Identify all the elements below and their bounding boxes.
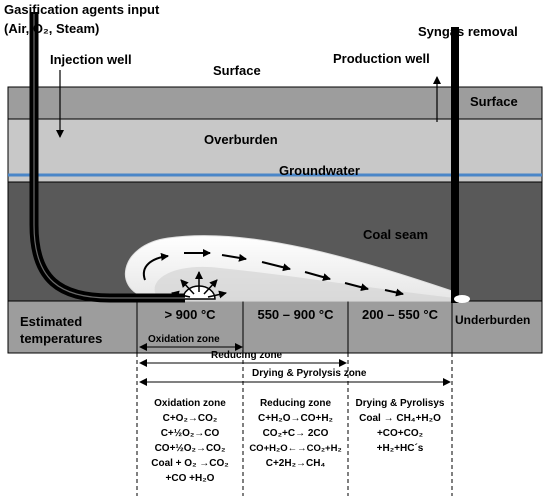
span-drying-label: Drying & Pyrolysis zone	[252, 368, 367, 379]
oxidation-reactions-title: Oxidation zone	[154, 398, 226, 409]
drying-reaction: +CO+CO₂	[376, 428, 424, 439]
flow-arrow-4	[304, 271, 331, 281]
reducing-reactions: Reducing zone C+H₂O→CO+H₂ CO₂+C→ 2CO CO+…	[244, 396, 347, 471]
estimated-temperatures-label: Estimated temperatures	[20, 314, 103, 346]
temp-drying: 200 – 550 °C	[361, 307, 439, 322]
oxidation-reaction: Coal + O₂ →CO₂	[151, 458, 229, 469]
flow-arrow-5	[344, 282, 369, 292]
surface-layer-label: Surface	[470, 94, 518, 109]
drying-reaction: Coal → CH₄+H₂O	[359, 413, 441, 424]
oxidation-reaction: C+O₂→CO₂	[162, 413, 218, 424]
reducing-reaction: CO₂+C→ 2CO	[262, 428, 329, 439]
overburden-layer	[7, 118, 543, 183]
span-reducing-label: Reducing zone	[211, 350, 283, 361]
syngas-removal-label: Syngas removal	[418, 24, 518, 39]
flow-curve-arrow	[142, 252, 169, 281]
oxidation-reactions: Oxidation zone C+O₂→CO₂ C+½O₂→CO CO+½O₂→…	[138, 396, 242, 486]
oxidation-reaction: +CO +H₂O	[165, 473, 215, 484]
cavity-inner-zone	[154, 266, 455, 301]
groundwater-label: Groundwater	[279, 163, 360, 178]
temp-oxidation: > 900 °C	[164, 307, 216, 322]
production-well-label: Production well	[333, 51, 430, 66]
agents-label-line2: (Air, O₂, Steam)	[4, 21, 100, 36]
reducing-reactions-title: Reducing zone	[259, 398, 332, 409]
reducing-reaction: CO+H₂O←→CO₂+H₂	[249, 443, 342, 454]
reducing-reaction: C+H₂O→CO+H₂	[257, 413, 333, 424]
flow-arrow-6	[384, 288, 404, 297]
production-well	[451, 27, 459, 303]
surface-layer	[7, 86, 543, 120]
production-well-tip	[454, 295, 470, 303]
drying-reactions: Drying & Pyrolisys Coal → CH₄+H₂O +CO+CO…	[349, 396, 451, 456]
temperature-band	[7, 300, 543, 354]
flow-arrow-2	[221, 253, 247, 262]
reducing-reaction: C+2H₂→CH₄	[265, 458, 326, 469]
underburden-label: Underburden	[455, 313, 531, 327]
oxidation-reaction: CO+½O₂→CO₂	[154, 443, 226, 454]
flow-arrow-3	[261, 261, 291, 272]
drying-reactions-title: Drying & Pyrolisys	[355, 398, 445, 409]
temp-reducing: 550 – 900 °C	[257, 307, 334, 322]
injection-well-label: Injection well	[50, 52, 132, 67]
span-oxidation-label: Oxidation zone	[148, 334, 220, 345]
drying-reaction: +H₂+HC´s	[376, 443, 424, 454]
oxidation-reaction: C+½O₂→CO	[160, 428, 220, 439]
agents-label-line1: Gasification agents input	[4, 2, 160, 17]
surface-top-label: Surface	[213, 63, 261, 78]
overburden-label: Overburden	[204, 132, 278, 147]
coal-seam-label: Coal seam	[363, 227, 429, 242]
